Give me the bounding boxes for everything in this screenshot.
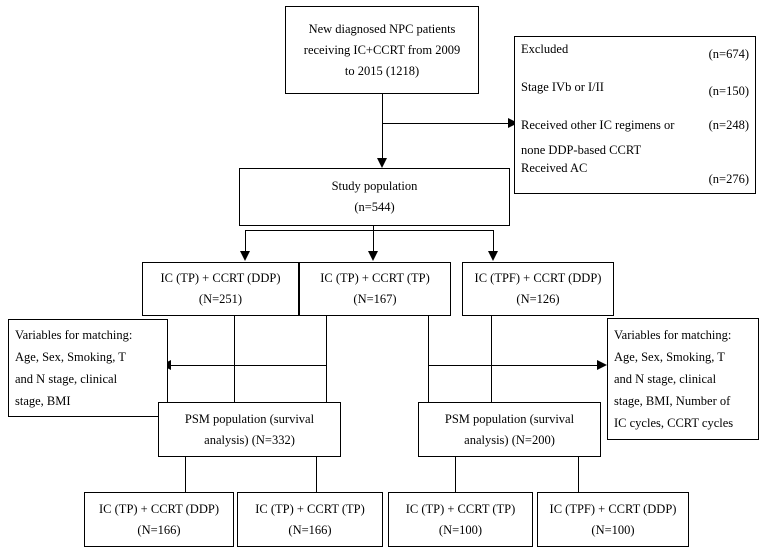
box-line: and N stage, clinical	[614, 372, 717, 386]
outcome-box-tp-ddp-left: IC (TP) + CCRT (DDP) (N=166)	[84, 492, 234, 547]
arm-box-tpf-ddp: IC (TPF) + CCRT (DDP) (N=126)	[462, 262, 614, 316]
connector	[578, 457, 579, 492]
connector	[455, 457, 456, 492]
box-line: PSM population (survival	[444, 411, 575, 426]
connector	[316, 457, 317, 492]
outcome-box-tpf-ddp-right: IC (TPF) + CCRT (DDP) (N=100)	[537, 492, 689, 547]
excluded-count: (n=150)	[708, 84, 749, 98]
box-line: Age, Sex, Smoking, T	[614, 350, 725, 364]
box-line: (N=126)	[516, 292, 560, 306]
box-line: stage, BMI	[15, 394, 71, 408]
outcome-box-tp-tp-right: IC (TP) + CCRT (TP) (N=100)	[388, 492, 533, 547]
box-line: to 2015 (1218)	[344, 63, 420, 78]
box-line: (N=167)	[353, 292, 397, 306]
box-line: (N=100)	[591, 522, 635, 537]
connector	[382, 94, 383, 164]
box-line: (N=166)	[137, 522, 181, 537]
excluded-label: none DDP-based CCRT	[521, 143, 642, 157]
excluded-label: Received other IC regimens or	[521, 118, 675, 132]
connector	[168, 365, 326, 366]
box-line: (N=100)	[438, 522, 483, 537]
box-line: (N=166)	[288, 522, 332, 537]
excluded-label: Received AC	[521, 161, 588, 175]
connector	[493, 230, 494, 256]
box-line: IC (TPF) + CCRT (DDP)	[549, 501, 677, 516]
box-line: receiving IC+CCRT from 2009	[303, 42, 461, 57]
box-line: IC cycles, CCRT cycles	[614, 416, 734, 430]
excluded-count: (n=674)	[708, 47, 749, 61]
matching-variables-left-box: Variables for matching: Age, Sex, Smokin…	[8, 319, 168, 417]
box-line: IC (TP) + CCRT (TP)	[320, 271, 430, 285]
box-line: IC (TP) + CCRT (TP)	[255, 501, 365, 516]
box-line: New diagnosed NPC patients	[308, 21, 456, 36]
connector	[491, 316, 492, 402]
excluded-count: (n=276)	[708, 172, 749, 186]
connector	[382, 123, 508, 124]
excluded-label: Stage IVb or I/II	[521, 80, 604, 94]
box-line: IC (TP) + CCRT (DDP)	[99, 501, 219, 516]
box-line: Variables for matching:	[614, 328, 732, 342]
study-population-box: Study population (n=544)	[239, 168, 510, 226]
box-line: Age, Sex, Smoking, T	[15, 350, 126, 364]
arm-box-tp-tp: IC (TP) + CCRT (TP) (N=167)	[299, 262, 451, 316]
arm-box-tp-ddp: IC (TP) + CCRT (DDP) (N=251)	[142, 262, 299, 316]
outcome-box-tp-tp-left: IC (TP) + CCRT (TP) (N=166)	[237, 492, 383, 547]
box-line: stage, BMI, Number of	[614, 394, 731, 408]
box-line: (n=544)	[354, 200, 395, 214]
box-line: IC (TP) + CCRT (TP)	[405, 501, 516, 516]
connector	[245, 230, 246, 256]
box-line: Variables for matching:	[15, 328, 133, 342]
connector	[326, 316, 327, 402]
psm-population-right-box: PSM population (survival analysis) (N=20…	[418, 402, 601, 457]
box-line: IC (TP) + CCRT (DDP)	[160, 271, 281, 285]
excluded-box: Excluded (n=674) Stage IVb or I/II (n=15…	[514, 36, 756, 194]
connector	[185, 457, 186, 492]
matching-variables-right-box: Variables for matching: Age, Sex, Smokin…	[607, 318, 759, 440]
box-line: PSM population (survival	[184, 411, 315, 426]
box-line: IC (TPF) + CCRT (DDP)	[474, 271, 602, 285]
box-line: Study population	[331, 179, 418, 193]
connector	[245, 230, 493, 231]
box-line: analysis) (N=332)	[204, 432, 295, 447]
box-line: analysis) (N=200)	[464, 432, 555, 447]
excluded-label: Excluded	[521, 42, 569, 56]
connector	[428, 365, 600, 366]
psm-population-left-box: PSM population (survival analysis) (N=33…	[158, 402, 341, 457]
connector	[373, 225, 374, 256]
box-line: (N=251)	[198, 292, 243, 306]
connector	[234, 316, 235, 402]
source-population-box: New diagnosed NPC patients receiving IC+…	[285, 6, 479, 94]
excluded-count: (n=248)	[708, 118, 749, 132]
box-line: and N stage, clinical	[15, 372, 118, 386]
connector	[428, 316, 429, 402]
